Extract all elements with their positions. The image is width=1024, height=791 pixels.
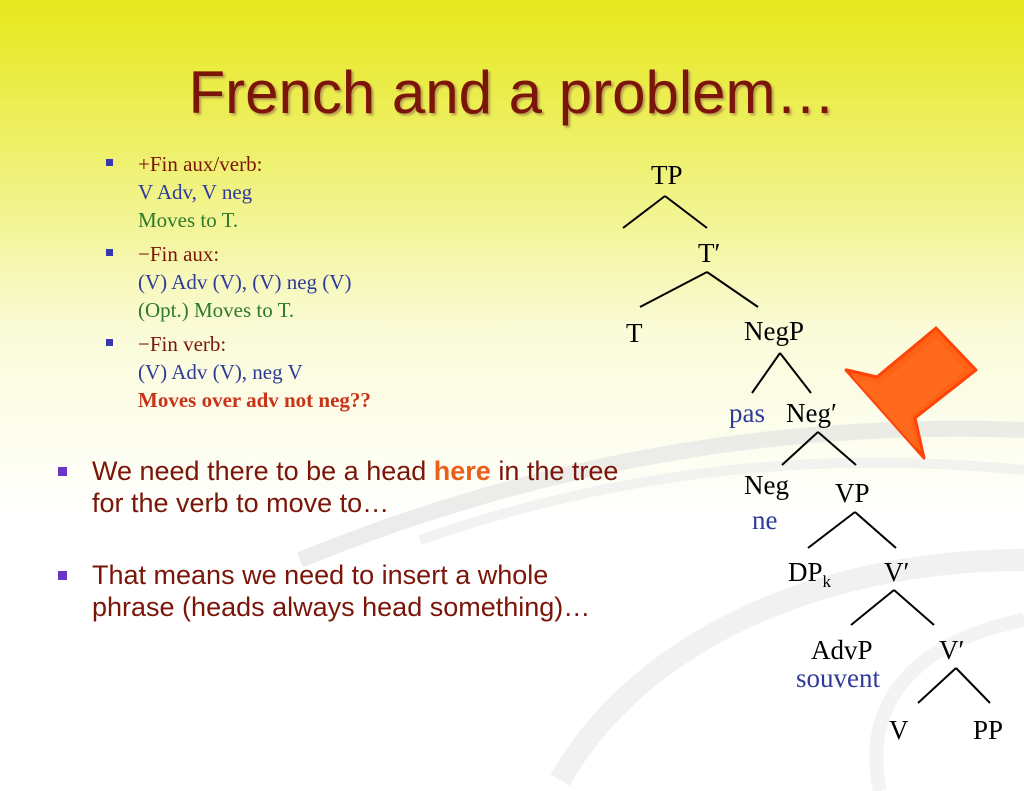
branch-vbar2-left: [917, 667, 957, 704]
bullet-text-after: in the tree for the verb to move to…: [92, 456, 619, 518]
list-item: +Fin aux/verb: V Adv, V neg Moves to T.: [106, 150, 371, 234]
node-tp: TP: [651, 160, 683, 190]
bullet-text-before: We need there to be a head: [92, 456, 434, 486]
node-souvent: souvent: [796, 663, 880, 693]
branch-tbar-left: [639, 271, 708, 308]
bullet-square-icon: [106, 339, 113, 346]
branch-vbar1-right: [893, 589, 935, 626]
bullet-square-icon: [106, 159, 113, 166]
top-bullet-list: +Fin aux/verb: V Adv, V neg Moves to T. …: [106, 150, 371, 420]
bullet-heading: −Fin aux:: [138, 242, 220, 266]
branch-vbar2-right: [955, 667, 991, 704]
list-item: We need there to be a head here in the t…: [56, 455, 636, 519]
list-item: −Fin aux: (V) Adv (V), (V) neg (V) (Opt.…: [106, 240, 371, 324]
bullet-heading: −Fin verb:: [138, 332, 227, 356]
node-vp: VP: [835, 478, 870, 508]
branch-vp-left: [807, 511, 856, 549]
bullet-result: Moves over adv not neg??: [138, 388, 371, 412]
list-item: −Fin verb: (V) Adv (V), neg V Moves over…: [106, 330, 371, 414]
branch-negp-left: [751, 352, 781, 394]
branch-vbar1-left: [850, 589, 895, 626]
bullet-result: Moves to T.: [138, 208, 239, 232]
branch-tp-right: [664, 195, 708, 229]
bullet-heading: +Fin aux/verb:: [138, 152, 263, 176]
bullet-square-icon: [58, 467, 67, 476]
branch-tbar-right: [706, 271, 759, 308]
highlight-word: here: [433, 456, 491, 486]
node-dp-subscript: k: [822, 572, 832, 591]
node-pp: PP: [973, 715, 1004, 745]
branch-negbar-right: [817, 431, 857, 466]
page-title: French and a problem…: [188, 59, 836, 126]
bullet-pattern: V Adv, V neg: [138, 180, 253, 204]
node-dp: DPk: [788, 557, 831, 592]
branch-vp-right: [854, 511, 897, 549]
bullet-text: That means we need to insert a whole phr…: [92, 560, 591, 622]
bullet-square-icon: [106, 249, 113, 256]
node-neg: Neg: [744, 470, 789, 500]
node-vbar-1: V′: [884, 557, 910, 587]
bottom-bullet-list: We need there to be a head here in the t…: [56, 455, 636, 663]
node-negbar: Neg′: [786, 398, 837, 428]
node-dp-label: DP: [788, 557, 823, 587]
node-ne: ne: [752, 505, 778, 535]
node-tbar: T′: [698, 238, 721, 268]
branch-negp-right: [779, 352, 812, 394]
node-t: T: [626, 318, 643, 348]
bullet-square-icon: [58, 571, 67, 580]
list-item: That means we need to insert a whole phr…: [56, 559, 636, 623]
bullet-result: (Opt.) Moves to T.: [138, 298, 295, 322]
node-pas: pas: [729, 398, 765, 428]
node-v: V: [889, 715, 909, 745]
branch-tp-left: [622, 195, 666, 229]
bullet-pattern: (V) Adv (V), neg V: [138, 360, 303, 384]
node-advp: AdvP: [811, 635, 873, 665]
node-negp: NegP: [744, 316, 804, 346]
bullet-pattern: (V) Adv (V), (V) neg (V): [138, 270, 352, 294]
node-vbar-2: V′: [939, 635, 965, 665]
branch-negbar-left: [781, 431, 819, 466]
